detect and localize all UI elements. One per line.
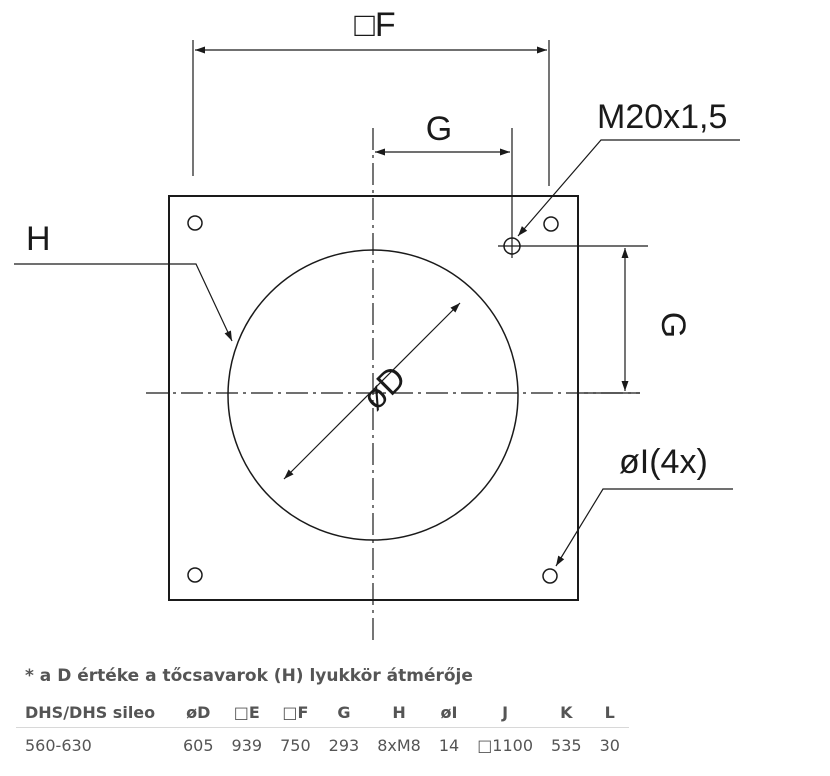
cell-l: 30 (590, 727, 629, 762)
spec-table-header-row: DHS/DHS sileo øD □E □F G H øI J K L (16, 697, 629, 728)
corner-hole (187, 215, 203, 231)
spec-table: DHS/DHS sileo øD □E □F G H øI J K L 560-… (16, 697, 629, 762)
cell-i: 14 (429, 727, 469, 762)
col-header-model: DHS/DHS sileo (25, 702, 156, 722)
dim-g-side-label: G (654, 312, 692, 338)
cell-j: □1100 (468, 727, 543, 762)
leader-h (14, 263, 233, 342)
cell-k: 535 (542, 727, 591, 762)
dim-d-label: øD (355, 359, 414, 418)
dim-f-label: □F (354, 6, 395, 44)
label-i: øI(4x) (619, 443, 708, 481)
corner-hole (543, 216, 559, 232)
note-text: * a D értéke a tőcsavarok (H) lyukkör át… (25, 666, 473, 686)
col-header-i: øI (440, 702, 458, 722)
corner-hole (542, 568, 558, 584)
leader-i (555, 488, 733, 567)
cell-model: 560-630 (16, 727, 174, 762)
table-row: 560-630 605 939 750 293 8xM8 14 □1100 53… (16, 727, 629, 762)
dim-g-top-label: G (426, 110, 452, 148)
center-hole-circle (227, 249, 519, 541)
label-m20: M20x1,5 (597, 98, 727, 136)
cell-d: 605 (174, 727, 223, 762)
leader-m20 (517, 139, 740, 237)
label-h: H (26, 220, 51, 258)
col-header-k: K (560, 702, 573, 722)
cell-f: 750 (271, 727, 320, 762)
cell-g: 293 (319, 727, 369, 762)
col-header-g: G (337, 702, 351, 722)
col-header-e: □E (233, 702, 260, 722)
cell-h: 8xM8 (368, 727, 430, 762)
dim-d-line (283, 302, 461, 480)
cell-e: 939 (222, 727, 272, 762)
col-header-h: H (392, 702, 406, 722)
corner-hole (187, 567, 203, 583)
col-header-j: J (502, 702, 509, 722)
col-header-d: øD (186, 702, 211, 722)
flange-drawing: □F G G M20x1,5 H øD øI(4x) (14, 6, 740, 640)
col-header-l: L (604, 702, 615, 722)
col-header-f: □F (282, 702, 309, 722)
